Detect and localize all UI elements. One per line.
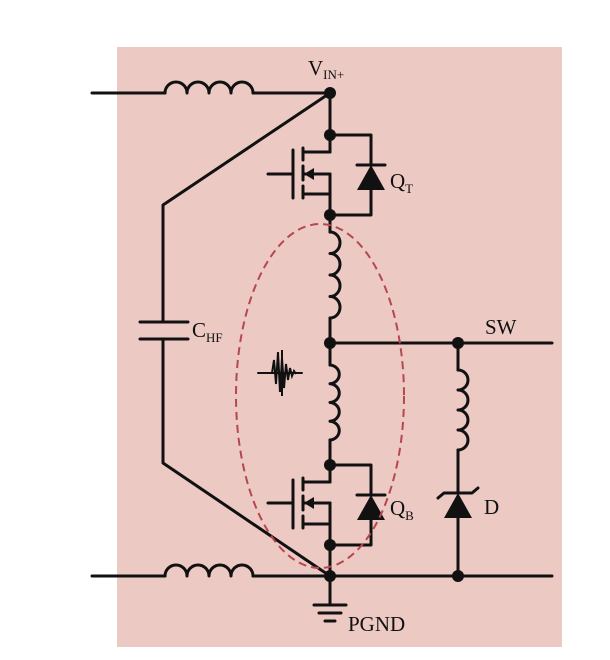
ground-symbol bbox=[312, 603, 348, 623]
bottom-input-inductor bbox=[90, 563, 554, 578]
chf-label: CHF bbox=[192, 318, 223, 345]
mosfet-qt bbox=[266, 133, 332, 217]
vin-label: VIN+ bbox=[308, 56, 344, 82]
parasitic-inductor-upper bbox=[328, 230, 342, 320]
capacitor-chf bbox=[138, 91, 332, 578]
current-loop-ellipse bbox=[235, 223, 405, 569]
parasitic-inductor-lower bbox=[328, 363, 341, 442]
qt-label: QT bbox=[390, 169, 413, 196]
background-panel bbox=[117, 47, 562, 647]
diode-qb bbox=[328, 463, 387, 547]
diode-qt bbox=[328, 133, 387, 217]
ringing-noise-icon bbox=[257, 350, 303, 396]
d-label: D bbox=[484, 495, 499, 519]
zener-diode-d bbox=[436, 486, 480, 518]
junction-dots bbox=[324, 87, 464, 582]
top-input-inductor bbox=[90, 80, 332, 95]
qb-label: QB bbox=[390, 496, 414, 523]
pgnd-label: PGND bbox=[348, 612, 405, 636]
sw-label: SW bbox=[485, 315, 517, 339]
